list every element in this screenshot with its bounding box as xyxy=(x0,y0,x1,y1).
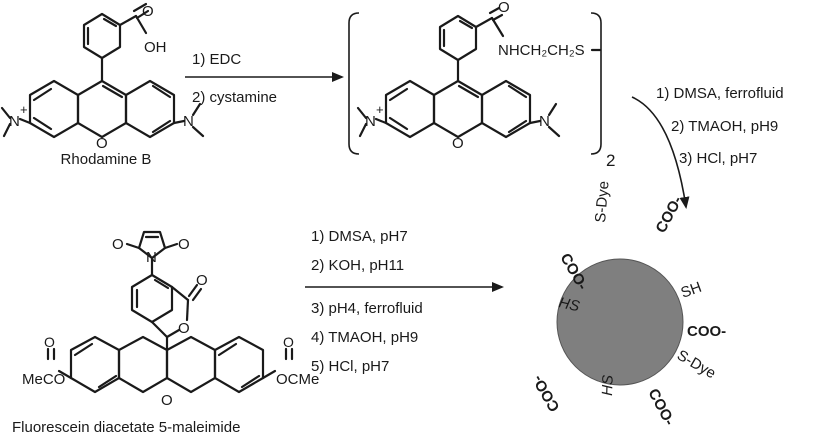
surface-group-label: S-Dye xyxy=(592,180,613,223)
reagent-label: 1) EDC xyxy=(192,51,241,68)
atom-label: + xyxy=(376,102,384,117)
surface-group-label: COO- xyxy=(529,372,563,414)
atom-label: O xyxy=(142,3,154,20)
atom-label: O xyxy=(178,236,190,253)
amide-linker-label: NHCH₂CH₂S xyxy=(498,42,585,59)
reagent-label: 4) TMAOH, pH9 xyxy=(311,329,418,346)
reagent-label: 5) HCl, pH7 xyxy=(311,358,389,375)
atom-label: O xyxy=(96,135,108,152)
ester-label: MeCO xyxy=(22,371,65,388)
compound-name: Rhodamine B xyxy=(61,151,152,168)
reagent-label: 2) KOH, pH11 xyxy=(311,257,404,274)
surface-group-label: HS xyxy=(599,375,617,396)
surface-group-label: SH xyxy=(679,279,704,302)
atom-label: N xyxy=(146,249,157,266)
reagent-label: 3) pH4, ferrofluid xyxy=(311,300,423,317)
surface-group-label: COO- xyxy=(644,386,677,429)
surface-group-label: HS xyxy=(557,294,581,315)
reagent-label: 1) DMSA, ferrofluid xyxy=(656,85,784,102)
reagent-label: 2) TMAOH, pH9 xyxy=(671,118,778,135)
atom-label: O xyxy=(161,392,173,409)
surface-group-label: S-Dye xyxy=(674,347,719,383)
atom-label: O xyxy=(44,334,55,350)
surface-group-label: COO- xyxy=(687,323,726,340)
reagent-label: 2) cystamine xyxy=(192,89,277,106)
rhodamine-b-structure xyxy=(0,2,205,139)
atom-label: N xyxy=(539,113,550,130)
reagent-label: 1) DMSA, pH7 xyxy=(311,228,408,245)
nanoparticle-core xyxy=(556,258,684,386)
reagent-label: 3) HCl, pH7 xyxy=(679,150,757,167)
atom-label: O xyxy=(196,272,208,289)
atom-label: + xyxy=(20,102,28,117)
left-bracket xyxy=(348,12,360,155)
atom-label: OH xyxy=(144,39,167,56)
atom-label: N xyxy=(9,113,20,130)
ester-label: OCMe xyxy=(276,371,319,388)
dimer-subscript: 2 xyxy=(606,151,615,170)
atom-label: N xyxy=(365,113,376,130)
atom-label: N xyxy=(183,113,194,130)
atom-label: O xyxy=(283,334,294,350)
atom-label: O xyxy=(112,236,124,253)
rhodamine-cystamine-structure xyxy=(356,6,602,139)
atom-label: O xyxy=(178,320,190,337)
surface-group-label: COO- xyxy=(653,193,686,236)
atom-label: O xyxy=(452,135,464,152)
right-bracket xyxy=(590,12,602,155)
compound-name: Fluorescein diacetate 5-maleimide xyxy=(12,419,240,436)
atom-label: O xyxy=(498,0,510,16)
reaction-arrow-curved xyxy=(631,96,690,209)
fluorescein-diacetate-maleimide-structure xyxy=(46,230,294,394)
